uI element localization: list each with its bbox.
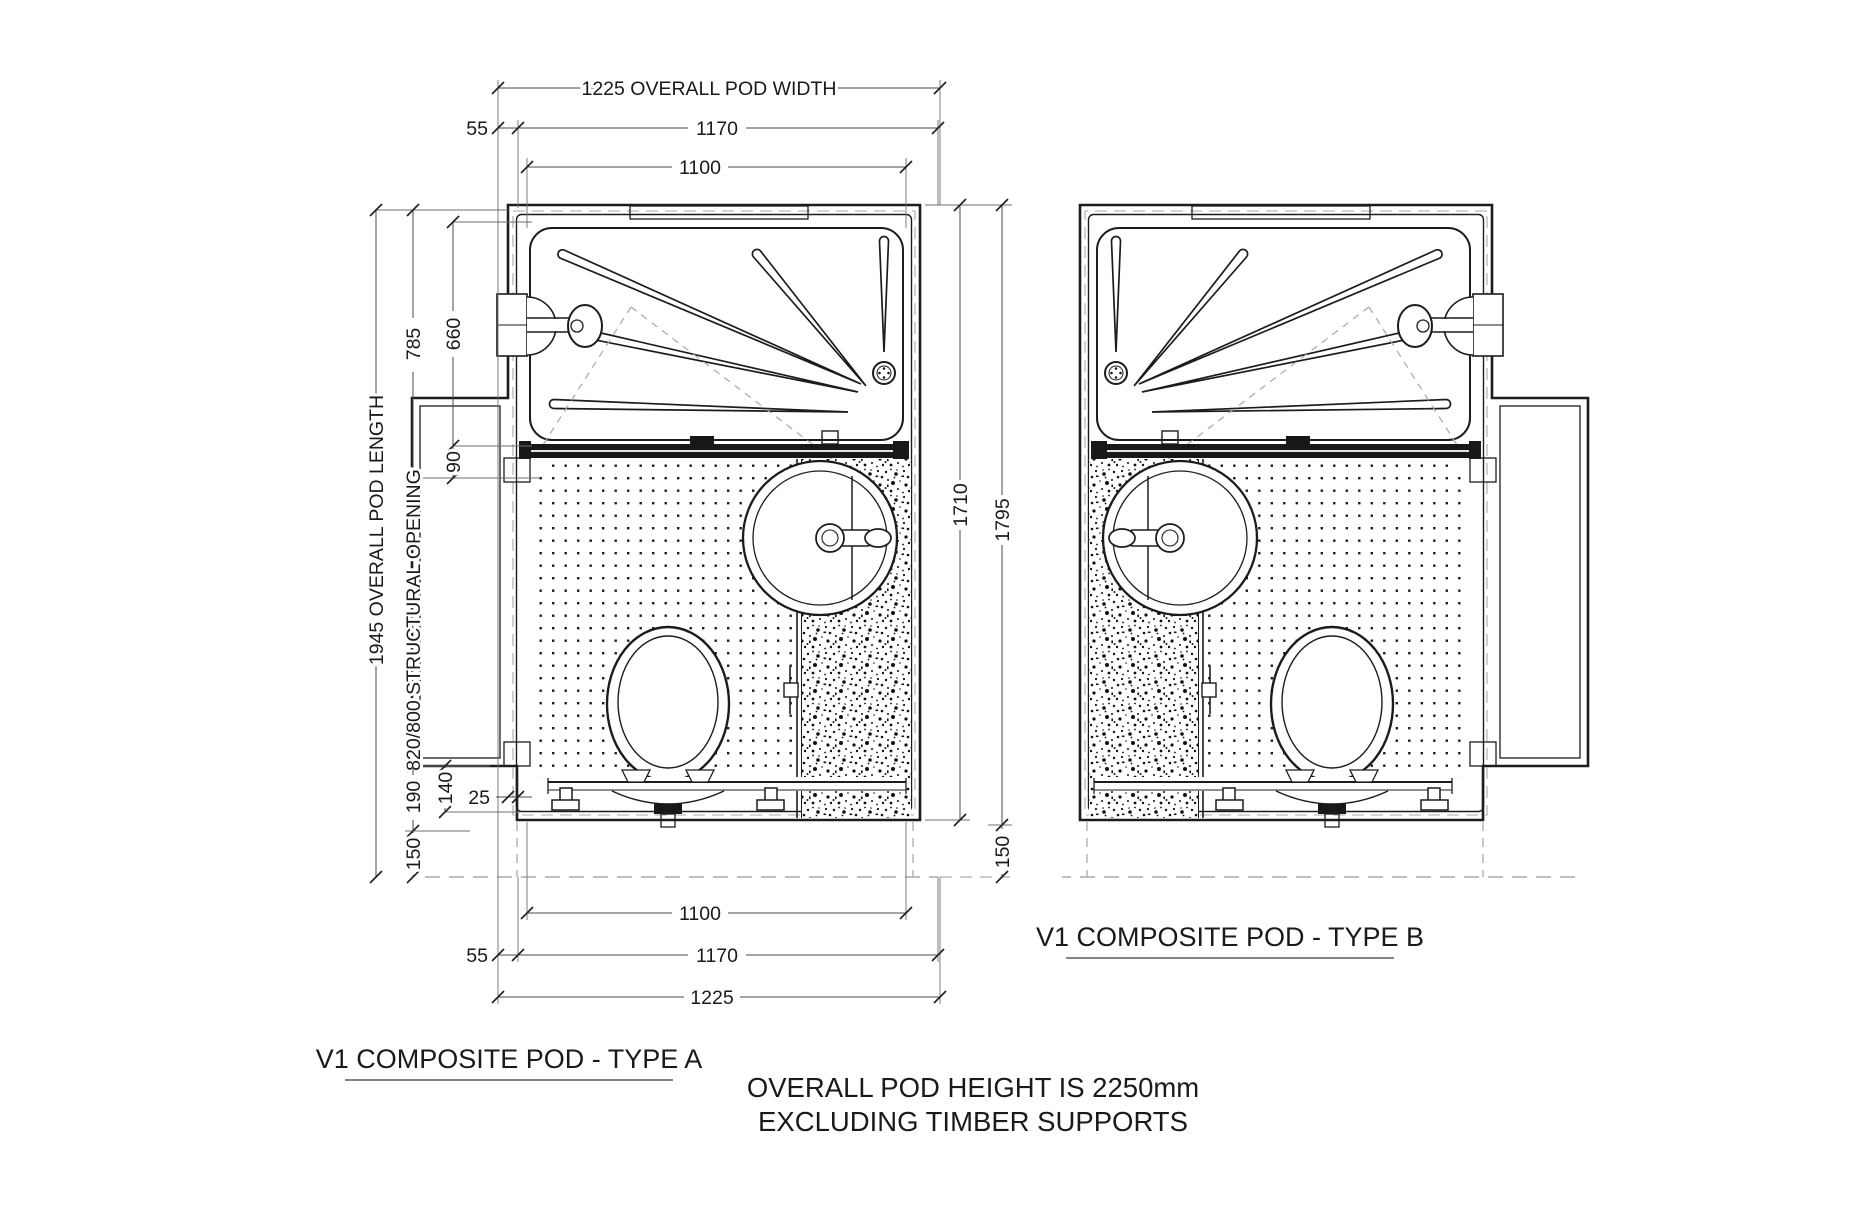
dimension-annotations: 1225 OVERALL POD WIDTH 55 1170 1100 1945…: [363, 75, 1017, 1012]
seat-swing-dashed: [533, 306, 833, 460]
shower-valve: [496, 293, 603, 357]
timber-supports: [551, 787, 785, 811]
soil-pipe-outlet: [660, 813, 676, 828]
pod-linework: [410, 203, 938, 878]
dim-label-bottom-1100: 1100: [679, 903, 721, 925]
dim-bottom-1170: 1170: [518, 942, 945, 970]
pod-type-b: [1060, 203, 1590, 879]
wash-basin: [741, 459, 899, 617]
dim-bottom-55: 55: [463, 942, 525, 970]
note-line-2: EXCLUDING TIMBER SUPPORTS: [758, 1106, 1188, 1137]
dim-label-1795: 1795: [992, 498, 1014, 542]
dim-label-bottom-55: 55: [466, 945, 488, 967]
dim-label-25: 25: [468, 787, 490, 809]
dim-right-1710: 1710: [947, 198, 975, 827]
pod-inner-wall: [515, 213, 913, 813]
soil-pipe: [654, 804, 682, 814]
dim-label-top-1100: 1100: [679, 157, 721, 179]
dim-bottom-1225: 1225: [491, 984, 947, 1012]
title-type-a: V1 COMPOSITE POD - TYPE A: [316, 1044, 703, 1074]
dim-top-1170: 1170: [518, 115, 945, 143]
note-line-1: OVERALL POD HEIGHT IS 2250mm: [747, 1072, 1199, 1103]
shower-door-track: [519, 430, 909, 459]
extension-lines: [376, 80, 1012, 1004]
door-handle: [783, 666, 799, 714]
ceiling-outline-dashed: [512, 210, 916, 816]
dim-label-660: 660: [443, 318, 465, 351]
dim-label-785: 785: [403, 328, 425, 361]
dim-right-150: 150: [989, 825, 1017, 884]
dim-left-785: 785: [400, 203, 428, 485]
titles: V1 COMPOSITE POD - TYPE A V1 COMPOSITE P…: [313, 919, 1427, 1140]
top-panel-joint: [629, 205, 809, 220]
dim-label-190: 190: [403, 781, 425, 814]
wall-notch: [503, 457, 531, 483]
dim-label-left-150: 150: [403, 838, 425, 871]
dim-left-150: 150: [400, 831, 428, 884]
title-type-b: V1 COMPOSITE POD - TYPE B: [1036, 922, 1424, 952]
dim-label-right-150: 150: [992, 836, 1014, 869]
dim-label-140: 140: [435, 772, 457, 805]
dim-top-55: 55: [463, 115, 525, 143]
dim-bottom-1100: 1100: [520, 900, 913, 928]
dim-label-90: 90: [443, 451, 465, 473]
dim-left-structural-opening: 820/800 STRUCTURAL OPENING: [400, 466, 428, 774]
dim-left-90: 90: [440, 446, 468, 485]
cistern-fixings: [620, 769, 716, 783]
wall-notch: [503, 741, 531, 767]
dim-left-190: 190: [400, 766, 428, 838]
dim-label-overall-length: 1945 OVERALL POD LENGTH: [366, 395, 388, 665]
dim-label-overall-width: 1225 OVERALL POD WIDTH: [581, 78, 836, 100]
service-void-inner: [419, 405, 501, 759]
dim-top-overall-width: 1225 OVERALL POD WIDTH: [491, 75, 947, 103]
toilet-base-curve: [611, 790, 725, 805]
dim-label-top-55: 55: [466, 118, 488, 140]
dim-label-bottom-1225: 1225: [690, 987, 734, 1009]
dim-label-bottom-1170: 1170: [696, 945, 738, 967]
dim-left-140: 140: [432, 759, 460, 819]
anti-slip-floor: [538, 460, 797, 788]
dim-label-1710: 1710: [950, 483, 972, 527]
dim-label-structural-opening: 820/800 STRUCTURAL OPENING: [403, 469, 425, 771]
dim-label-top-1170: 1170: [696, 118, 738, 140]
dim-left-overall-length: 1945 OVERALL POD LENGTH: [363, 203, 391, 884]
dim-left-25: 25: [465, 784, 532, 812]
shower-drain: [872, 361, 896, 385]
toilet: [605, 625, 731, 783]
dim-left-660: 660: [440, 215, 468, 453]
dim-right-1795: 1795: [989, 198, 1017, 832]
dim-top-1100: 1100: [520, 154, 913, 182]
